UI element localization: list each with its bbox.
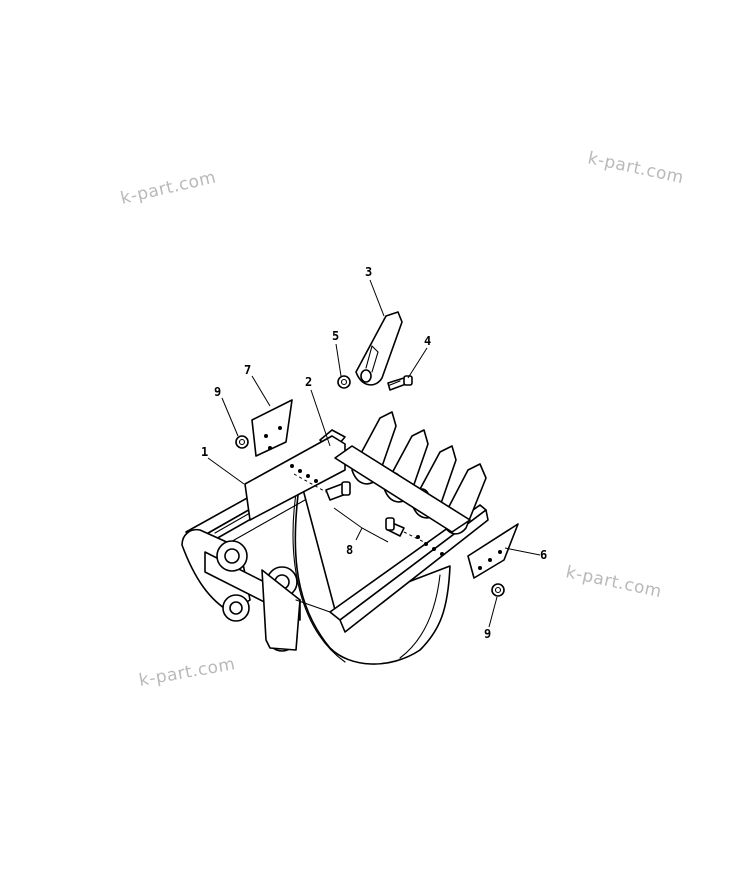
nut-left [235, 435, 249, 449]
watermark: k-part.com [137, 654, 237, 691]
callout-adapter: 2 [305, 375, 312, 389]
side-cutter-left [251, 399, 293, 457]
tooth-part [355, 311, 403, 386]
callout-tooth: 3 [365, 265, 372, 279]
callout-bucket: 1 [201, 445, 208, 459]
callout-nut-left: 9 [214, 385, 221, 399]
lock-nut [337, 375, 351, 389]
side-cutter-right [467, 523, 519, 579]
nut-right [491, 583, 505, 597]
callout-lock: 5 [332, 329, 339, 343]
watermark: k-part.com [564, 562, 664, 602]
callout-bolt: 8 [346, 543, 353, 557]
callout-side-cutter-left: 7 [244, 363, 251, 377]
watermark: k-part.com [586, 148, 686, 188]
callout-pin: 4 [424, 334, 431, 348]
watermark: k-part.com [119, 167, 219, 208]
leader-lines [207, 279, 541, 628]
callout-side-cutter-right: 6 [540, 548, 547, 562]
bucket-body [181, 429, 489, 665]
callout-nut-right: 9 [484, 627, 491, 641]
mounted-teeth [334, 411, 487, 535]
pin-part [387, 375, 413, 391]
bolt-part [293, 473, 425, 543]
